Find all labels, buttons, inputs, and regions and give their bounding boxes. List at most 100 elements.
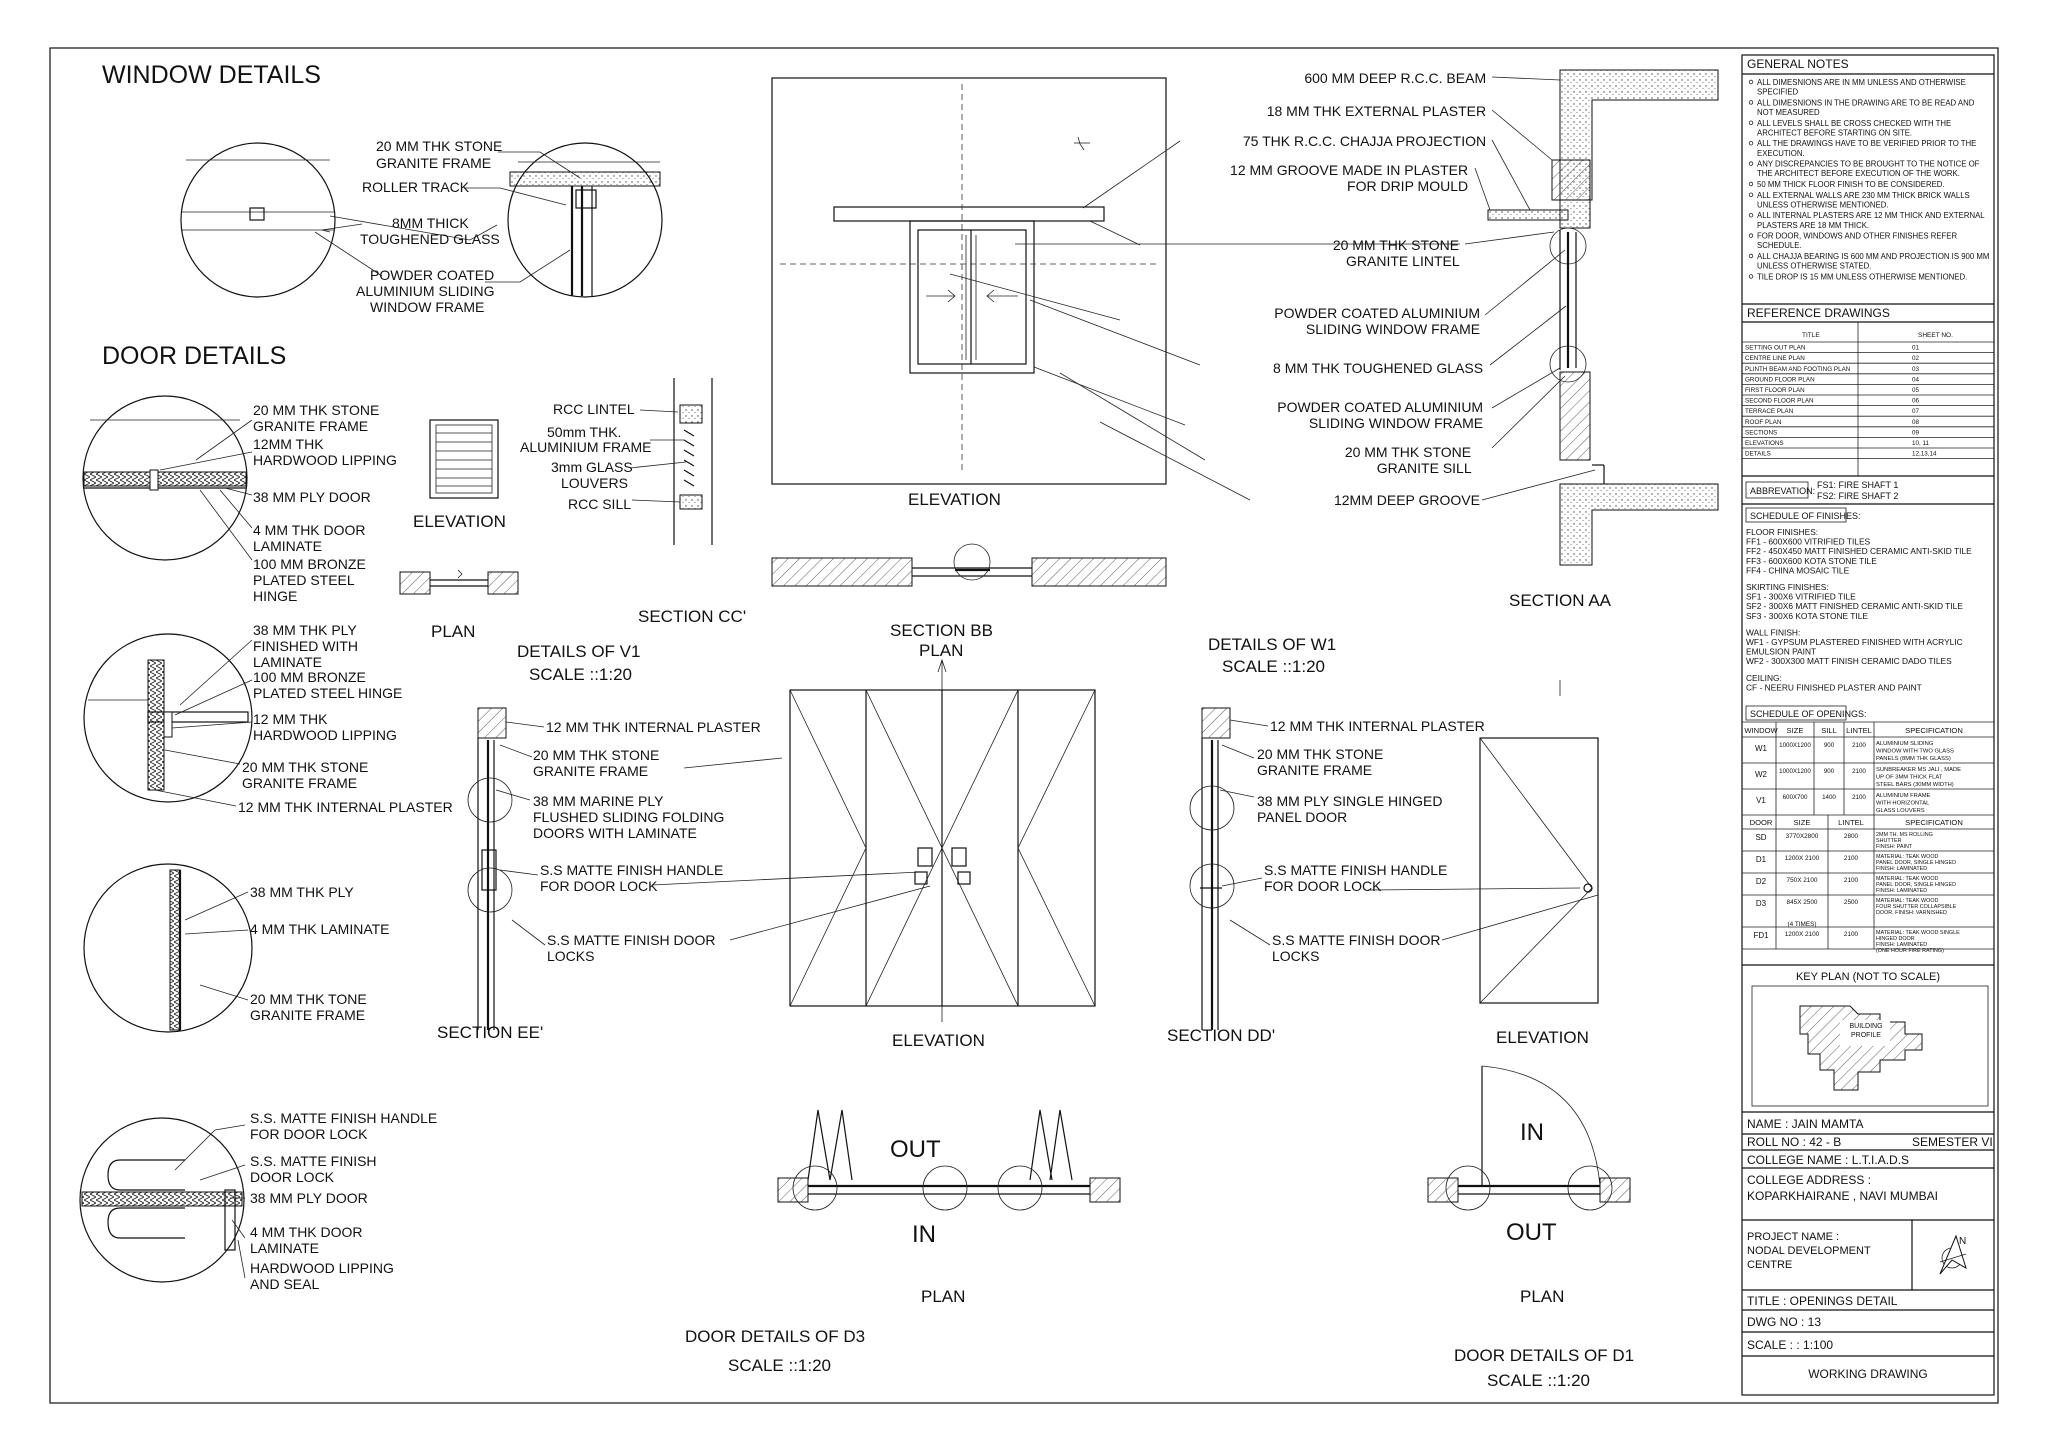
finish-line: FF3 - 600X600 KOTA STONE TILE <box>1746 556 1877 566</box>
door-detail-3-labels: 38 MM THK PLY 4 MM THK LAMINATE 20 MM TH… <box>250 884 393 1023</box>
note-bullet-icon <box>1748 100 1754 105</box>
general-note-line: FOR DOOR, WINDOWS AND OTHER FINISHES REF… <box>1757 232 1957 241</box>
finishes-list: FLOOR FINISHES:FF1 - 600X600 VITRIFIED T… <box>1746 527 1972 692</box>
door-detail-3 <box>83 863 253 1033</box>
general-note-line: SCHEDULE. <box>1757 241 1802 250</box>
section-aa-caption: SECTION AA <box>1509 591 1612 610</box>
college-address-label: COLLEGE ADDRESS : <box>1747 1173 1871 1187</box>
openings-door-code: FD1 <box>1753 931 1769 940</box>
reference-row-title: SECOND FLOOR PLAN <box>1745 398 1814 405</box>
north-arrow-icon <box>1939 1234 1967 1275</box>
d3-leaders <box>495 721 931 946</box>
reference-row-title: SECTIONS <box>1745 429 1777 436</box>
openings-door-spec: MATERIAL: TEAK WOOD <box>1876 854 1939 860</box>
d1-title: DOOR DETAILS OF D1 <box>1454 1346 1634 1365</box>
d1-labels: 12 MM THK INTERNAL PLASTER 20 MM THK STO… <box>1257 718 1489 964</box>
window-detail-labels: 20 MM THK STONE GRANITE FRAME ROLLER TRA… <box>356 138 506 315</box>
reference-row-sheet: 04 <box>1912 376 1920 383</box>
project-name-label: PROJECT NAME : <box>1747 1231 1839 1243</box>
finishes-heading-box <box>1745 507 1847 523</box>
openings-door-spec: HINGED DOOR <box>1876 936 1915 942</box>
note-bullet-icon <box>1748 140 1754 146</box>
openings-win-header: WINDOW <box>1744 726 1778 735</box>
reference-row-title: SETTING OUT PLAN <box>1745 345 1806 352</box>
d1-scale: SCALE ::1:20 <box>1487 1371 1590 1390</box>
finish-line: CF - NEERU FINISHED PLASTER AND PAINT <box>1746 682 1922 692</box>
general-note-line: ANY DISCREPANCIES TO BE BROUGHT TO THE N… <box>1757 160 1980 169</box>
reference-drawings-heading: REFERENCE DRAWINGS <box>1747 306 1890 320</box>
openings-window-code: V1 <box>1756 796 1766 805</box>
reference-row-sheet: 02 <box>1912 355 1920 362</box>
openings-win-header: SPECIFICATION <box>1905 726 1963 735</box>
general-note-line: SPECIFIED <box>1757 88 1799 97</box>
drawing-number: DWG NO : 13 <box>1747 1315 1821 1329</box>
general-notes-list: ALL DIMESNIONS ARE IN MM UNLESS AND OTHE… <box>1748 78 1989 281</box>
openings-door-spec: PANEL DOOR, SINGLE HINGED <box>1876 860 1956 866</box>
semester: SEMESTER VI <box>1912 1135 1993 1149</box>
reference-col-title: TITLE <box>1802 332 1820 339</box>
general-note-line: 50 MM THICK FLOOR FINISH TO BE CONSIDERE… <box>1757 180 1945 189</box>
note-bullet-icon <box>1748 274 1754 279</box>
d1-leaders <box>1219 719 1599 946</box>
key-plan-drawing <box>1751 985 1989 1107</box>
reference-row-title: PLINTH BEAM AND FOOTING PLAN <box>1745 366 1851 373</box>
general-note-line: ARCHITECT BEFORE STARTING ON SITE. <box>1757 128 1912 137</box>
details-v1-scale: SCALE ::1:20 <box>529 665 632 684</box>
openings-door-spec: MATERIAL: TEAK WOOD SINGLE <box>1876 930 1960 936</box>
window-detail-leaders <box>314 151 581 283</box>
d3-elevation-drawing <box>789 658 1096 1022</box>
openings-window-size: 1000X1200 <box>1779 742 1811 749</box>
openings-door-code: D1 <box>1756 855 1767 864</box>
openings-door-size: 750X 2100 <box>1787 877 1818 884</box>
openings-win-header: LINTEL <box>1846 726 1872 735</box>
section-ee-drawing <box>467 707 513 1030</box>
w1-section-bb-plan <box>771 543 1167 587</box>
abbreviation-label: ABBREVATION: <box>1750 486 1815 496</box>
openings-door-spec: 2MM TH. MS ROLLING <box>1876 832 1933 838</box>
d3-labels: 12 MM THK INTERNAL PLASTER 20 MM THK STO… <box>533 719 765 964</box>
openings-door-size: 1200X 2100 <box>1785 931 1820 938</box>
general-notes-heading: GENERAL NOTES <box>1747 57 1849 71</box>
openings-door-spec: FOUR SHUTTER COLLAPSIBLE <box>1876 904 1957 910</box>
note-bullet-icon <box>1748 79 1754 85</box>
v1-plan-drawing <box>399 569 519 595</box>
key-plan-label-1: BUILDING <box>1849 1023 1882 1030</box>
reference-row-sheet: 05 <box>1912 387 1920 394</box>
openings-door-size: 845X 2500 <box>1787 899 1818 906</box>
openings-door-lintel: 2100 <box>1844 931 1859 938</box>
note-bullet-icon <box>1748 233 1754 238</box>
finish-line: EMULSION PAINT <box>1746 647 1816 657</box>
openings-window-code: W1 <box>1755 744 1768 753</box>
door-detail-1 <box>82 395 253 561</box>
openings-door-header: SIZE <box>1794 818 1811 827</box>
door-detail-2 <box>83 633 253 807</box>
d3-elevation-caption: ELEVATION <box>892 1031 985 1050</box>
general-note-line: ALL THE DRAWINGS HAVE TO BE VERIFIED PRI… <box>1757 139 1976 148</box>
window-detail-callouts <box>180 142 663 298</box>
openings-door-lintel: 2100 <box>1844 855 1859 862</box>
note-bullet-icon <box>1748 181 1754 187</box>
openings-window-size: 600X700 <box>1783 794 1808 801</box>
sheet-border <box>49 47 1999 1404</box>
finish-line: FLOOR FINISHES: <box>1746 527 1818 537</box>
openings-window-size: 1000X1200 <box>1779 768 1811 775</box>
section-ee-caption: SECTION EE' <box>437 1023 543 1042</box>
general-note-line: NOT MEASURED <box>1757 108 1820 117</box>
openings-window-spec: ALUMINIUM SLIDING <box>1876 741 1934 747</box>
drawing-title: TITLE : OPENINGS DETAIL <box>1747 1294 1898 1308</box>
openings-door-size: (4 TIMES) <box>1788 921 1817 928</box>
note-bullet-icon <box>1748 192 1754 197</box>
reference-row-title: DETAILS <box>1745 451 1771 458</box>
reference-col-sheet: SHEET NO. <box>1918 332 1953 339</box>
reference-row-sheet: 03 <box>1912 366 1920 373</box>
north-label: N <box>1959 1236 1966 1247</box>
openings-door-spec: SHUTTER <box>1876 838 1902 844</box>
abbreviation-fs1: FS1: FIRE SHAFT 1 <box>1817 480 1898 490</box>
general-note-line: ALL LEVELS SHALL BE CROSS CHECKED WITH T… <box>1757 119 1951 128</box>
openings-door-lintel: 2500 <box>1844 899 1859 906</box>
d3-in-label: IN <box>912 1221 936 1248</box>
reference-row-title: FIRST FLOOR PLAN <box>1745 387 1805 394</box>
w1-elevation-leaders <box>949 220 1460 501</box>
finish-line: WF1 - GYPSUM PLASTERED FINISHED WITH ACR… <box>1746 637 1963 647</box>
